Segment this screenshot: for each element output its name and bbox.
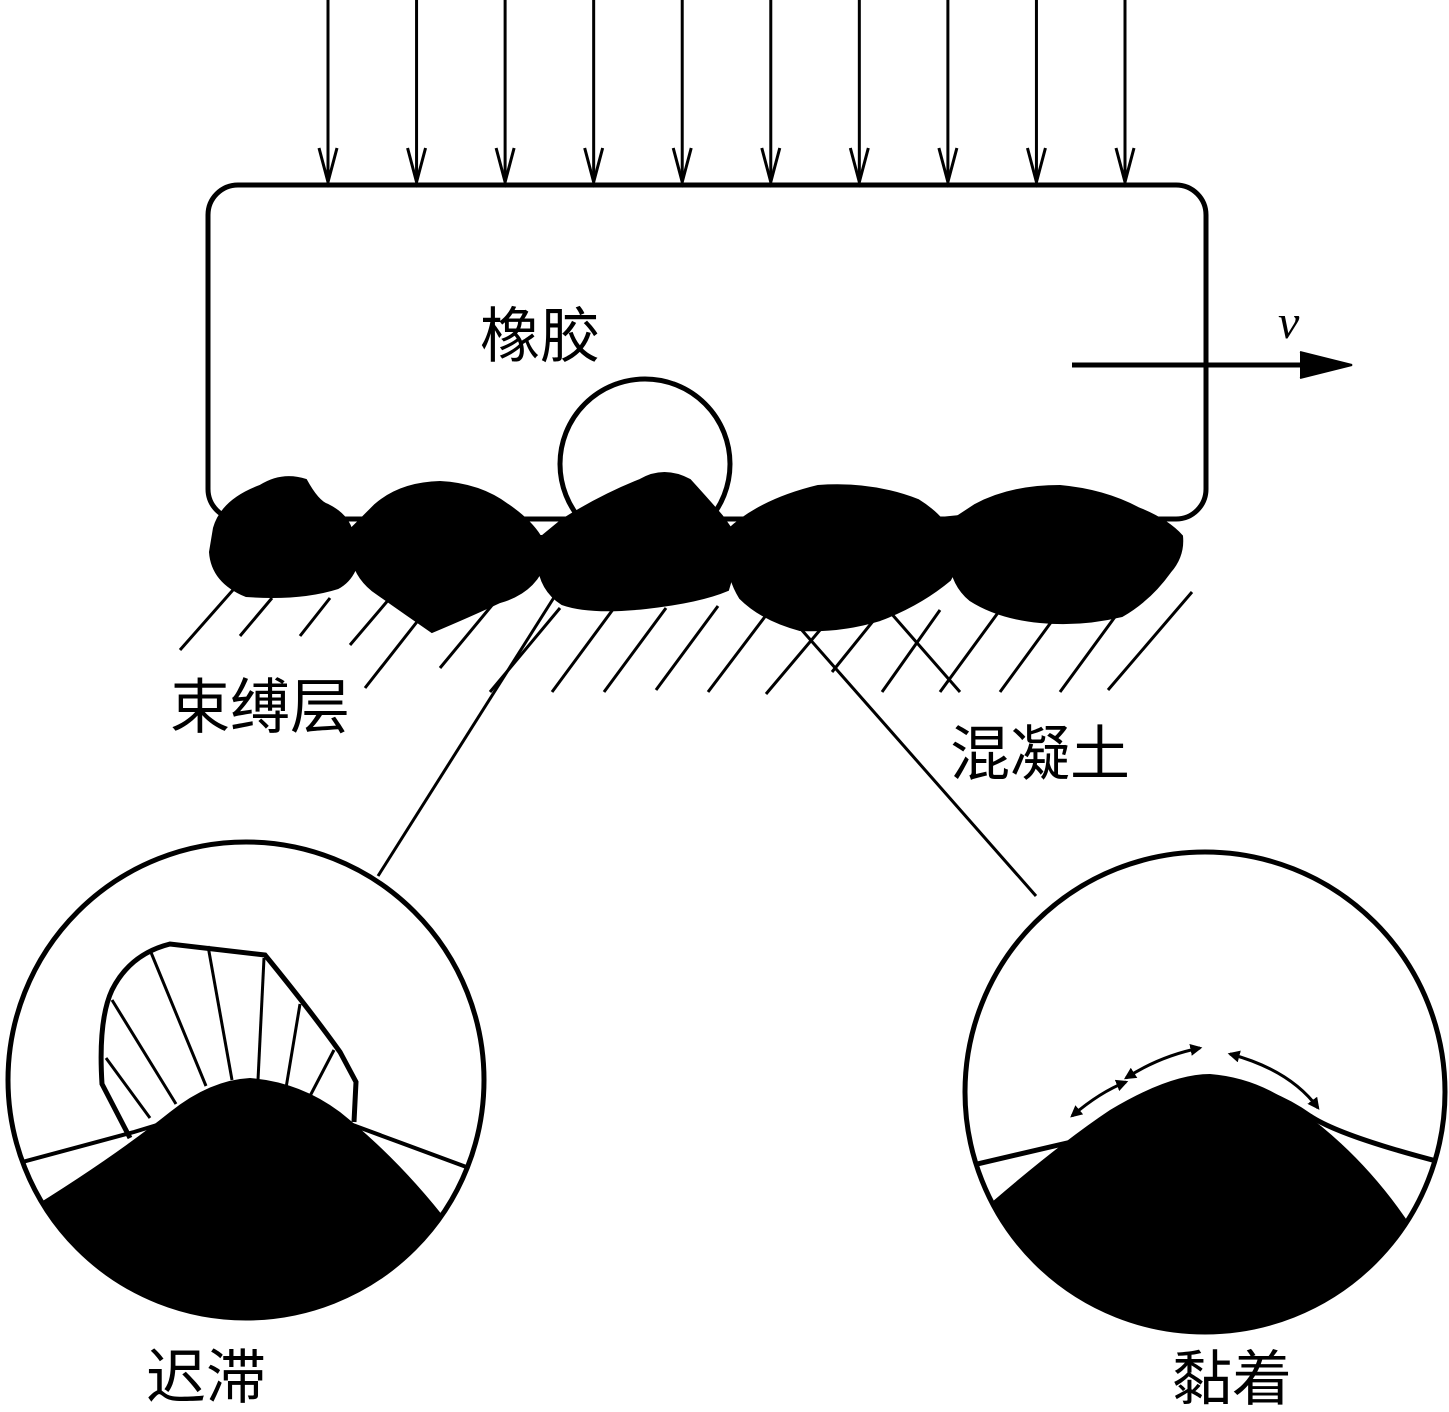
aggregate-bridge-1 <box>344 527 361 550</box>
rubber-label: 橡胶 <box>480 302 600 372</box>
aggregate-bridge-4 <box>938 512 982 561</box>
rubber-block <box>205 182 1209 522</box>
aggregate-2 <box>348 480 548 634</box>
load-arrow-head <box>760 147 782 188</box>
load-arrow-head <box>1114 147 1136 188</box>
concrete-hatching <box>178 581 1194 695</box>
hysteresis-asperity <box>8 1078 484 1318</box>
load-arrows <box>317 0 1136 188</box>
aggregate-4 <box>726 484 957 632</box>
aggregate-bridge-3 <box>720 527 747 561</box>
load-arrow-head <box>317 147 339 188</box>
hysteresis-label: 迟滞 <box>146 1343 266 1412</box>
load-arrow-head <box>937 147 959 188</box>
adhesion-zoom <box>962 849 1448 1335</box>
load-arrow-head <box>583 147 605 188</box>
velocity-label: v <box>1278 296 1300 349</box>
hysteresis-stress-lines <box>104 945 336 1119</box>
hysteresis-zoom <box>5 839 487 1321</box>
hysteresis-zoom-circle <box>5 839 487 1321</box>
aggregate-bridge-2 <box>534 535 557 561</box>
aggregate-5 <box>938 484 1184 625</box>
binding-layer-label: 束缚层 <box>170 673 350 743</box>
load-arrow-head <box>494 147 516 188</box>
concrete-aggregates <box>208 472 1184 634</box>
load-arrow-head <box>1025 147 1047 188</box>
concrete-label: 混凝土 <box>950 720 1130 790</box>
adhesion-zoom-circle <box>962 849 1448 1335</box>
adhesion-arrow-2 <box>1123 1044 1203 1080</box>
adhesion-arrow-1 <box>1070 1079 1129 1118</box>
load-arrow-head <box>406 147 428 188</box>
adhesion-label: 黏着 <box>1172 1345 1292 1412</box>
velocity-arrow-head <box>1299 351 1353 379</box>
leader-line-right <box>798 627 1038 897</box>
load-arrow-head <box>848 147 870 188</box>
aggregate-1 <box>208 476 362 598</box>
load-arrow-head <box>671 147 693 188</box>
leader-line-left <box>376 579 567 877</box>
adhesion-arrow-3 <box>1227 1050 1320 1110</box>
